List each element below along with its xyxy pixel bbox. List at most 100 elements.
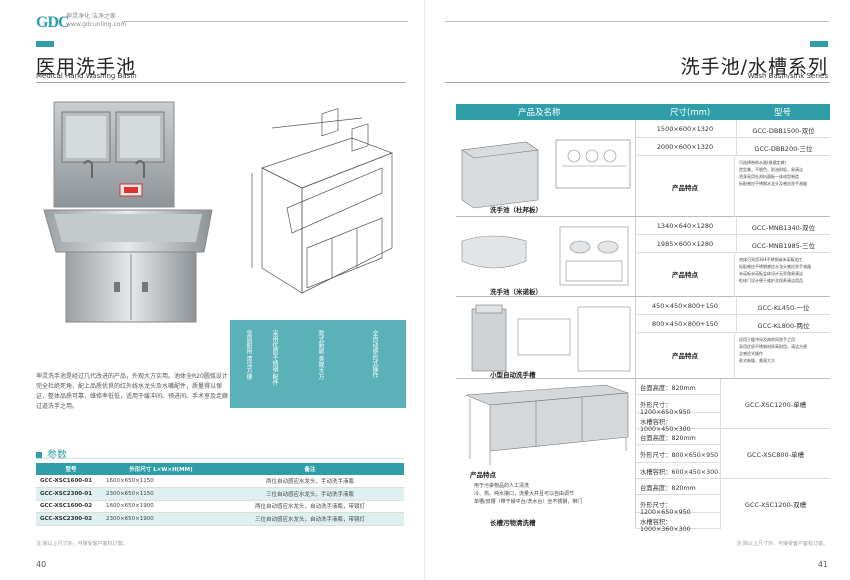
feature-item: 米诺板米诺板盆体设计无死角易清洁	[739, 271, 803, 276]
product-thumbnail: 产品特点 用于污染物品的人工清洗 冷、热、纯水接口，流量大并且可以自由调节 单槽…	[456, 379, 636, 527]
params-header-row: 型号 外形尺寸 L×W×H(MM) 备注	[36, 463, 404, 475]
feature-item: 采用优质不锈钢材质高耐用，清洁方便	[739, 344, 807, 349]
cell-model: GCC-XSC2300-01	[36, 487, 106, 501]
feature-item: 标配感应不锈钢感应水龙头感应洗手液器	[739, 264, 811, 269]
sink-outer-size: 外形尺寸：800×650×950	[636, 445, 720, 463]
feature-item: 柜体门设计便于维护及保养清洁用品	[739, 278, 803, 283]
sink-platform: 台面高度：820mm	[636, 429, 720, 445]
cell-model: GCC-XSC1600-01	[36, 475, 106, 488]
params-heading-text: 参数	[47, 450, 67, 461]
brand-logo: GDC	[36, 14, 70, 31]
title-rule	[36, 82, 406, 83]
spec-size: 1340×640×1280	[656, 222, 714, 230]
spec-row: 1985×600×1280 GCC-MNB1985-三位	[636, 235, 830, 253]
spec-size: 1500×600×1320	[656, 125, 714, 133]
square-icon	[36, 452, 42, 458]
header-rule	[122, 21, 408, 22]
tagline-line-1: 坤灵净化 洁净之家	[66, 13, 116, 20]
col-model: 型号	[36, 463, 106, 475]
product-image	[461, 226, 629, 286]
feature-list: 用于污染物品的人工清洗 冷、热、纯水接口，流量大并且可以自由调节 单槽/双槽（带…	[474, 482, 582, 506]
feature-item: 冷、热、纯水接口，流量大并且可以自由调节	[474, 491, 575, 497]
params-table: 型号 外形尺寸 L×W×H(MM) 备注 GCC-XSC1600-01 1600…	[36, 463, 404, 526]
page-number: 41	[817, 560, 828, 569]
table-row: GCC-XSC1600-01 1600×650×1150 两位自动感应水龙头，手…	[36, 475, 404, 488]
feature-item: 用于污染物品的人工清洗	[474, 483, 530, 489]
spec-model: GCC-DBB200-三位	[736, 138, 830, 156]
col-size: 尺寸(mm)	[670, 108, 711, 118]
product-image	[465, 384, 629, 465]
feature-item: 可选择带热水器(根据定做)	[739, 160, 787, 165]
brand-tagline: 坤灵净化 洁净之家 www.gdcunling.com	[66, 13, 126, 29]
col-model: 型号	[774, 108, 792, 118]
feature-4: 全自动感应式操作	[371, 330, 378, 378]
spec-row: 1340×640×1280 GCC-MNB1340-双位	[636, 217, 830, 235]
product-thumbnail: 洗手池（米诺板）	[456, 217, 636, 296]
feature-list: 适用于缓冲间及病房间洗手之用 采用优质不锈钢材质高耐用，清洁方便 全感应式操作 …	[734, 333, 830, 379]
sink-platform: 台面高度：820mm	[636, 379, 720, 395]
params-heading: 参数	[36, 446, 67, 461]
section-long-sink: 产品特点 用于污染物品的人工清洗 冷、热、纯水接口，流量大并且可以自由调节 单槽…	[456, 379, 830, 533]
product-image	[471, 304, 631, 372]
spec-model: GCC-KL800-两位	[736, 315, 830, 333]
col-note: 备注	[216, 463, 404, 475]
cell-note: 三位自动感应水龙头，手动洗手液瓶	[216, 487, 404, 501]
sink-model: GCC-XSC1200-双槽	[720, 479, 830, 529]
feature-item: 全感应式操作	[739, 351, 763, 356]
page-title: 医用洗手池	[36, 56, 137, 78]
footnote: 注:除以上尺寸外，可接受客户客标订做。	[736, 541, 828, 547]
cell-size: 1600×650×1150	[106, 475, 216, 488]
sink-model: GCC-XSC1200-单槽	[720, 379, 830, 429]
sink-tank: 水槽容积：1000×360×300	[636, 513, 720, 533]
product-name: 长槽污物清洗槽	[490, 519, 536, 527]
table-header: 产品及名称 尺寸(mm) 型号	[456, 104, 830, 120]
title-rule	[445, 82, 830, 83]
col-product: 产品及名称	[518, 108, 561, 118]
feature-item: 标配感应不锈钢水龙头及感应洗手液器	[739, 181, 807, 186]
feature-title: 产品特点	[672, 184, 698, 192]
accent-bar	[36, 41, 54, 47]
product-name: 小型自动洗手槽	[490, 371, 536, 379]
cell-size: 2300×650×1900	[106, 512, 216, 526]
table-row: GCC-XSC2300-01 2300×650×1150 三位自动感应水龙头，手…	[36, 487, 404, 501]
spec-size: 1985×600×1280	[656, 240, 714, 248]
sink-model: GCC-XSC800-单槽	[720, 429, 830, 479]
sink-tank: 水槽容积：1000×450×300	[636, 413, 720, 433]
spec-size: 800×450×800+150	[652, 320, 718, 328]
product-image	[461, 139, 631, 209]
feature-area: 产品特点 适用于缓冲间及病房间洗手之用 采用优质不锈钢材质高耐用，清洁方便 全感…	[636, 333, 830, 379]
product-photo	[36, 92, 226, 327]
cell-model: GCC-XSC2300-02	[36, 512, 106, 526]
feature-title: 产品特点	[470, 471, 496, 479]
section-dupont: 洗手池（杜邦板） 1500×600×1320 GCC-DBB1500-双位 20…	[456, 120, 830, 217]
technical-drawing	[232, 98, 402, 323]
product-name: 洗手池（杜邦板）	[490, 206, 542, 214]
section-mino: 洗手池（米诺板） 1340×640×1280 GCC-MNB1340-双位 19…	[456, 217, 830, 297]
spec-row: 2000×600×1320 GCC-DBB200-三位	[636, 138, 830, 156]
feature-item: 池体可采用304不锈钢或米诺板加工	[739, 257, 803, 262]
spec-row: 1500×600×1320 GCC-DBB1500-双位	[636, 120, 830, 138]
feature-area: 产品特点 可选择带热水器(根据定做) 造型美，不脱色，耐油耐垢，易清洁 池身采用…	[636, 156, 830, 217]
feature-1: 坚固耐用 清洁方便	[245, 330, 252, 380]
left-page: GDC 坤灵净化 洁净之家 www.gdcunling.com 医用洗手池 Me…	[36, 13, 408, 569]
product-name: 洗手池（米诺板）	[490, 288, 542, 296]
table-row: GCC-XSC1600-02 1600×650×1900 两位自动感应水龙头，自…	[36, 500, 404, 513]
product-thumbnail: 小型自动洗手槽	[456, 297, 636, 379]
feature-list: 可选择带热水器(根据定做) 造型美，不脱色，耐油耐垢，易清洁 池身采用杜邦抗菌板…	[734, 156, 830, 217]
spec-model: GCC-MNB1340-双位	[736, 217, 830, 235]
feature-3: 款式新颖 美观大方	[317, 330, 324, 380]
accent-bar	[810, 41, 828, 47]
cell-note: 三位自动感应水龙头，自动洗手液瓶，带镜灯	[216, 512, 404, 526]
spec-row: 800×450×800+150 GCC-KL800-两位	[636, 315, 830, 333]
feature-item: 池身采用杜邦抗菌板一体成型制造	[739, 174, 799, 179]
page-number: 40	[36, 560, 47, 569]
section-small-sink: 小型自动洗手槽 450×450×800+150 GCC-KL450-一位 800…	[456, 297, 830, 379]
feature-list: 池体可采用304不锈钢或米诺板加工 标配感应不锈钢感应水龙头感应洗手液器 米诺板…	[734, 253, 830, 297]
sink-outer-size: 外形尺寸：1200×650×950	[636, 495, 720, 516]
feature-box: 坚固耐用 清洁方便 采用优质不锈钢 配件 款式新颖 美观大方 全自动感应式操作	[230, 320, 406, 408]
cell-note: 两位自动感应水龙头，手动洗手液瓶	[216, 475, 404, 488]
feature-item: 单槽/双槽（带干燥平台/洗水台）全不锈钢，带门	[474, 499, 583, 505]
feature-title: 产品特点	[672, 271, 698, 279]
table-row: GCC-XSC2300-02 2300×650×1900 三位自动感应水龙头，自…	[36, 512, 404, 526]
cell-model: GCC-XSC1600-02	[36, 500, 106, 513]
